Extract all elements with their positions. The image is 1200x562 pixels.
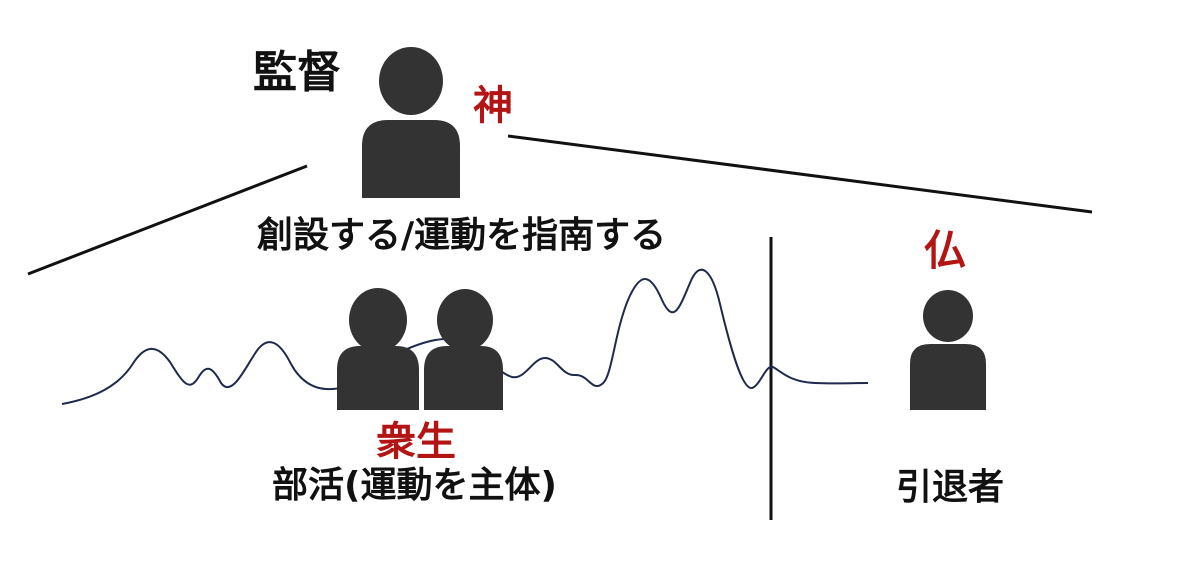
founder-caption: 創設する/運動を指南する bbox=[257, 215, 667, 256]
director-person-icon bbox=[362, 47, 460, 198]
retiree-person-icon bbox=[910, 290, 986, 410]
masses-label: 衆生 bbox=[376, 419, 456, 465]
member-person-icon-2 bbox=[424, 289, 503, 410]
club-caption: 部活(運動を主体) bbox=[272, 465, 557, 506]
buddha-label: 仏 bbox=[924, 226, 967, 275]
activity-wave-line bbox=[61, 268, 869, 405]
left-slope-line bbox=[27, 164, 308, 276]
retiree-caption: 引退者 bbox=[896, 467, 1005, 508]
god-label: 神 bbox=[473, 83, 513, 129]
right-slope-line bbox=[507, 134, 1093, 214]
director-label: 監督 bbox=[253, 47, 341, 98]
member-person-icon-1 bbox=[337, 288, 419, 410]
